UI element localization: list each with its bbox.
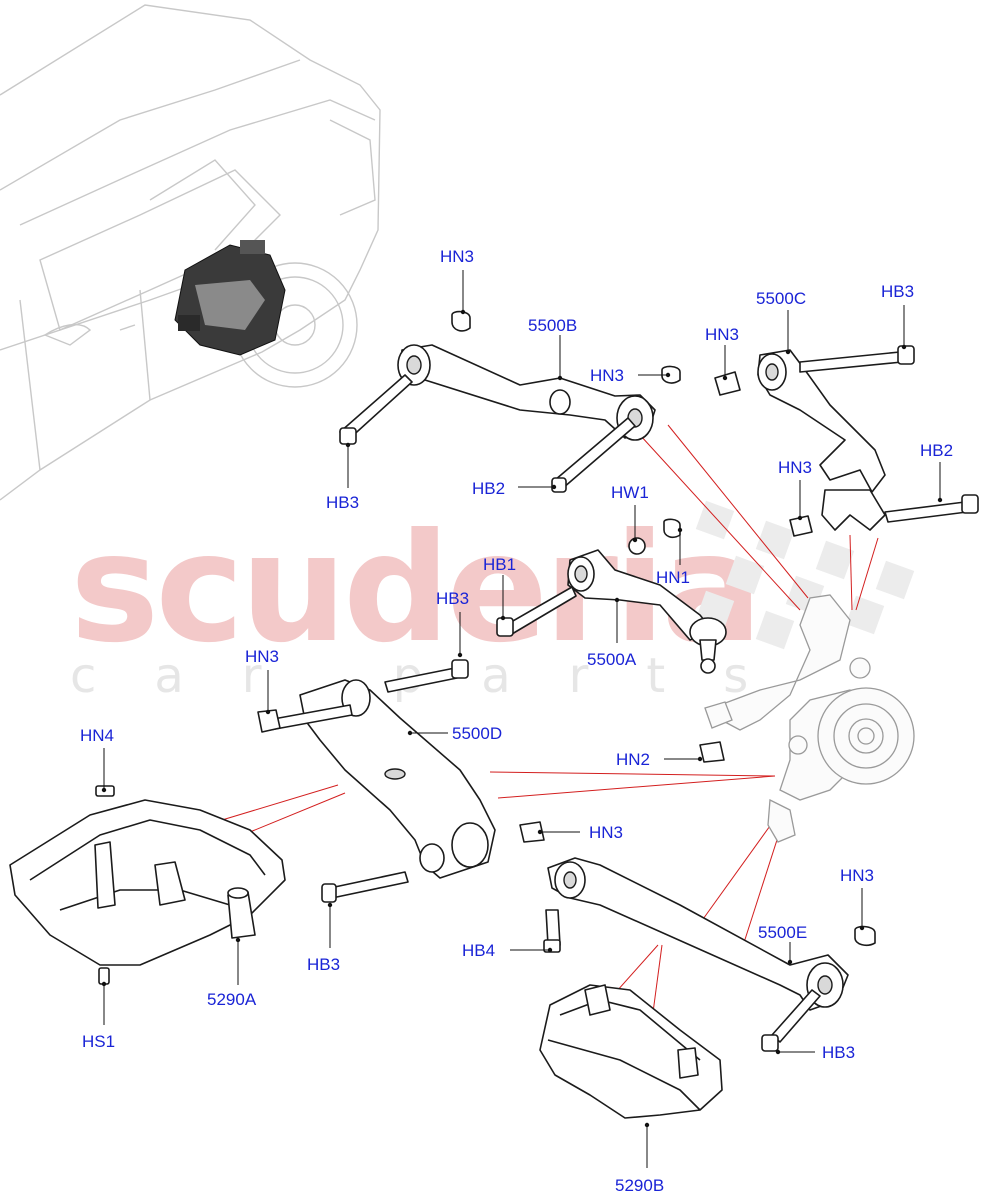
highlighted-suspension-assembly xyxy=(174,240,286,356)
label-hw1: HW1 xyxy=(611,483,649,502)
label-5500c: 5500C xyxy=(756,289,806,308)
label-5500d: 5500D xyxy=(452,724,502,743)
label-hn1: HN1 xyxy=(656,568,690,587)
label-hb1: HB1 xyxy=(483,555,516,574)
part-5500c-arm xyxy=(714,345,979,537)
label-hb3: HB3 xyxy=(436,589,469,608)
label-hb2: HB2 xyxy=(472,479,505,498)
label-hn3: HN3 xyxy=(705,325,739,344)
part-5500d-lower-arm xyxy=(257,659,545,903)
label-hn3: HN3 xyxy=(840,866,874,885)
part-5500e-arm xyxy=(543,857,876,1052)
part-5290b-shield xyxy=(539,984,723,1119)
watermark-sub: car parts xyxy=(70,648,806,704)
connector-lines xyxy=(221,424,879,1036)
label-hs1: HS1 xyxy=(82,1032,115,1051)
label-hn4: HN4 xyxy=(80,726,114,745)
part-labels: HN3 5500B HN3 HB3 HB2 5500C HN3 HB3 HN3 … xyxy=(80,247,953,1195)
knuckle-hub-assembly xyxy=(704,594,915,843)
label-5500b: 5500B xyxy=(528,316,577,335)
label-5500e: 5500E xyxy=(758,923,807,942)
label-hb4: HB4 xyxy=(462,941,495,960)
label-hb3: HB3 xyxy=(307,955,340,974)
label-5500a: 5500A xyxy=(587,650,637,669)
watermark: scuderia car parts xyxy=(70,500,915,704)
label-hn3: HN3 xyxy=(778,458,812,477)
part-5500b-upper-arm xyxy=(339,310,681,493)
label-hb3: HB3 xyxy=(822,1043,855,1062)
label-hn3: HN3 xyxy=(590,366,624,385)
label-hn3: HN3 xyxy=(245,647,279,666)
label-hn3: HN3 xyxy=(589,823,623,842)
label-hn2: HN2 xyxy=(616,750,650,769)
label-5290a: 5290A xyxy=(207,990,257,1009)
label-hn3: HN3 xyxy=(440,247,474,266)
part-5290a-shield xyxy=(9,785,286,985)
part-5500a-arm xyxy=(496,518,727,763)
label-5290b: 5290B xyxy=(615,1176,664,1195)
label-hb2: HB2 xyxy=(920,441,953,460)
label-hb3: HB3 xyxy=(326,493,359,512)
label-hb3: HB3 xyxy=(881,282,914,301)
vehicle-outline xyxy=(0,4,381,501)
leader-lines xyxy=(101,270,943,1168)
